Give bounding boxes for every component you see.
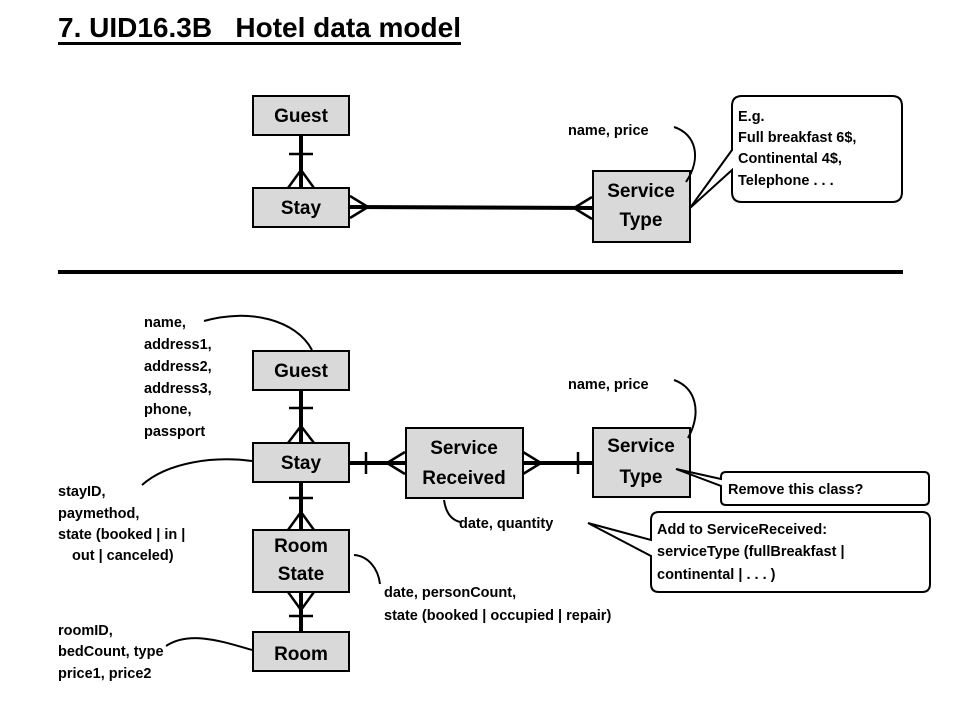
entity-service-received: Service Received: [405, 427, 524, 499]
add-note-line-1: Add to ServiceReceived:: [657, 522, 827, 538]
entity-guest-top: Guest: [252, 95, 350, 136]
add-note-bubble: [587, 511, 931, 593]
entity-service-type-top-label-2: Type: [620, 210, 663, 231]
room-state-attr-line-1: date, personCount,: [384, 585, 516, 601]
stay-attr-line-3: state (booked | in |: [58, 527, 185, 543]
entity-service-type-top-label-1: Service: [607, 181, 675, 202]
relation-stay-servicereceived: [348, 450, 407, 476]
leader-room-attrs: [165, 637, 253, 651]
stay-attr-line-1: stayID,: [58, 484, 106, 500]
guest-attr-line-3: address2,: [144, 359, 212, 375]
entity-service-type-bottom-label-1: Service: [607, 436, 675, 457]
leader-stay-attrs: [141, 458, 253, 486]
room-attr-line-2: bedCount, type: [58, 644, 164, 660]
guest-attr-line-4: address3,: [144, 381, 212, 397]
entity-stay-bottom: Stay: [252, 442, 350, 483]
leader-service-type-bottom-attrs: [673, 379, 697, 439]
entity-service-type-bottom: Service Type: [592, 427, 691, 498]
entity-guest-top-label: Guest: [274, 106, 329, 127]
room-attr-line-1: roomID,: [58, 623, 113, 639]
leader-service-type-top-attrs: [673, 126, 696, 183]
entity-room-state-label-2: State: [278, 564, 324, 585]
leader-guest-attrs: [203, 314, 313, 351]
entity-service-type-top: Service Type: [592, 170, 691, 243]
relation-stay-roomstate: [286, 480, 316, 532]
entity-stay-bottom-label: Stay: [281, 453, 322, 474]
entity-service-received-label-2: Received: [422, 468, 505, 489]
relation-servicereceived-servicetype: [521, 450, 595, 476]
entity-guest-bottom-label: Guest: [274, 361, 329, 382]
room-state-attr-line-2: state (booked | occupied | repair): [384, 608, 611, 624]
service-type-bottom-attributes: name, price: [568, 377, 649, 393]
relation-guest-stay-top: [286, 134, 316, 190]
entity-service-type-bottom-label-2: Type: [620, 467, 663, 488]
relation-guest-stay-bottom: [287, 388, 315, 445]
entity-guest-bottom: Guest: [252, 350, 350, 391]
stay-attributes: stayID, paymethod, state (booked | in | …: [58, 484, 185, 564]
relation-roomstate-room: [286, 590, 316, 634]
entity-room-state: Room State: [252, 529, 350, 593]
guest-attributes: name, address1, address2, address3, phon…: [144, 315, 212, 440]
relation-stay-servicetype-top: [348, 194, 594, 221]
leader-service-received-attrs: [443, 499, 461, 523]
remove-note-bubble: [675, 468, 930, 506]
page-title: 7. UID16.3B Hotel data model: [58, 12, 461, 43]
entity-service-received-label-1: Service: [430, 438, 498, 459]
entity-stay-top-label: Stay: [281, 198, 322, 219]
entity-stay-top: Stay: [252, 187, 350, 228]
room-attributes: roomID, bedCount, type price1, price2: [58, 623, 164, 682]
room-state-attributes: date, personCount, state (booked | occup…: [384, 585, 611, 624]
guest-attr-line-1: name,: [144, 315, 186, 331]
remove-note-text: Remove this class?: [728, 482, 864, 498]
stay-attr-line-2: paymethod,: [58, 506, 139, 522]
guest-attr-line-6: passport: [144, 424, 205, 440]
example-note-line-3: Continental 4$,: [738, 151, 842, 167]
example-note-line-4: Telephone . . .: [738, 173, 834, 189]
add-note-line-2: serviceType (fullBreakfast |: [657, 544, 845, 560]
guest-attr-line-5: phone,: [144, 402, 192, 418]
entity-room: Room: [252, 631, 350, 672]
guest-attr-line-2: address1,: [144, 337, 212, 353]
service-received-attributes: date, quantity: [459, 516, 553, 532]
stay-attr-line-4: out | canceled): [72, 548, 174, 564]
service-type-top-attributes: name, price: [568, 123, 649, 139]
room-attr-line-3: price1, price2: [58, 666, 152, 682]
entity-room-state-label-1: Room: [274, 536, 328, 557]
entity-room-label: Room: [274, 644, 328, 665]
leader-room-state-attrs: [353, 554, 381, 585]
add-note-line-3: continental | . . . ): [657, 567, 776, 583]
example-note-line-1: E.g.: [738, 109, 765, 125]
example-note-bubble: [689, 95, 903, 209]
example-note-line-2: Full breakfast 6$,: [738, 130, 856, 146]
